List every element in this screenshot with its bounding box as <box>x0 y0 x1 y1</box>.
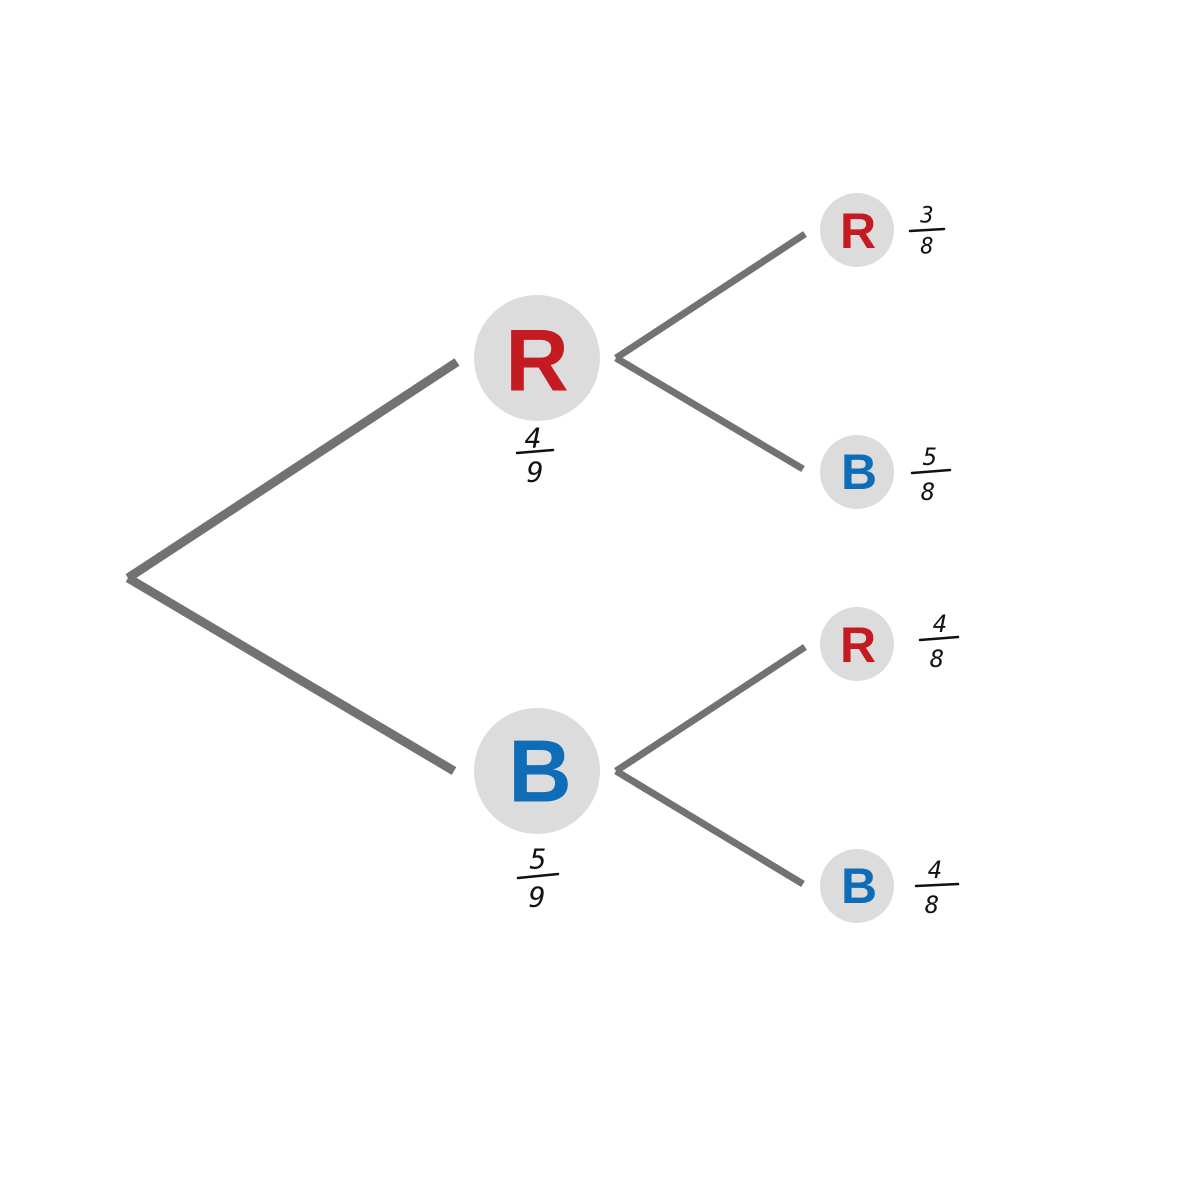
probability-second-BR-numerator: 4 <box>933 610 947 638</box>
branch-B-to-BB <box>614 768 805 887</box>
node-second-RR-letter: R <box>840 203 876 259</box>
probability-second-RR-numerator: 3 <box>919 204 933 229</box>
branch-root-to-B <box>125 574 457 775</box>
probability-second-RR-bar <box>908 227 946 233</box>
probability-first-B-numerator: 5 <box>530 843 547 876</box>
probability-second-BR-bar <box>918 635 960 642</box>
node-first-B: B <box>474 708 600 834</box>
probability-first-B-denominator: 9 <box>529 881 546 914</box>
probability-second-BB-denominator: 8 <box>925 891 939 919</box>
branch-R-to-RR <box>614 231 807 361</box>
node-first-B-circle <box>474 708 600 834</box>
node-first-R-letter: R <box>505 311 569 410</box>
probability-second-RB-denominator: 8 <box>921 478 935 506</box>
node-second-BB-circle <box>820 849 894 923</box>
node-second-RB: B <box>820 435 894 509</box>
probability-first-R-denominator: 9 <box>527 456 544 489</box>
probability-second-BB: 4 8 <box>914 856 960 919</box>
probability-second-RB-numerator: 5 <box>923 443 937 471</box>
probability-second-RB-bar <box>910 468 952 475</box>
probability-second-RR-denominator: 8 <box>920 235 933 260</box>
node-second-BR-circle <box>820 607 894 681</box>
node-second-RR: R <box>820 193 894 267</box>
probability-second-BB-bar <box>914 882 960 888</box>
probability-second-BR-denominator: 8 <box>930 645 944 673</box>
node-second-BB-letter: B <box>841 858 877 914</box>
node-second-RR-circle <box>820 193 894 267</box>
probability-first-R-numerator: 4 <box>525 422 542 455</box>
probability-second-BR: 4 8 <box>918 610 960 673</box>
node-second-RB-letter: B <box>841 444 877 500</box>
branch-R-to-RB <box>614 354 805 473</box>
probability-first-B-bar <box>516 872 560 880</box>
node-second-RB-circle <box>820 435 894 509</box>
probability-first-R: 4 9 <box>515 422 555 489</box>
node-second-BR-letter: R <box>840 617 876 673</box>
probability-second-BB-numerator: 4 <box>928 856 942 884</box>
node-second-BB: B <box>820 849 894 923</box>
branch-root-to-R <box>125 358 460 582</box>
node-first-B-letter: B <box>508 722 572 821</box>
node-second-BR: R <box>820 607 894 681</box>
branch-B-to-BR <box>614 644 807 774</box>
node-first-R-circle <box>474 295 600 421</box>
probability-first-R-bar <box>515 448 555 455</box>
node-first-R: R <box>474 295 600 421</box>
probability-second-RB: 5 8 <box>910 443 952 506</box>
probability-first-B: 5 9 <box>516 843 560 914</box>
probability-second-RR: 3 8 <box>908 204 946 260</box>
